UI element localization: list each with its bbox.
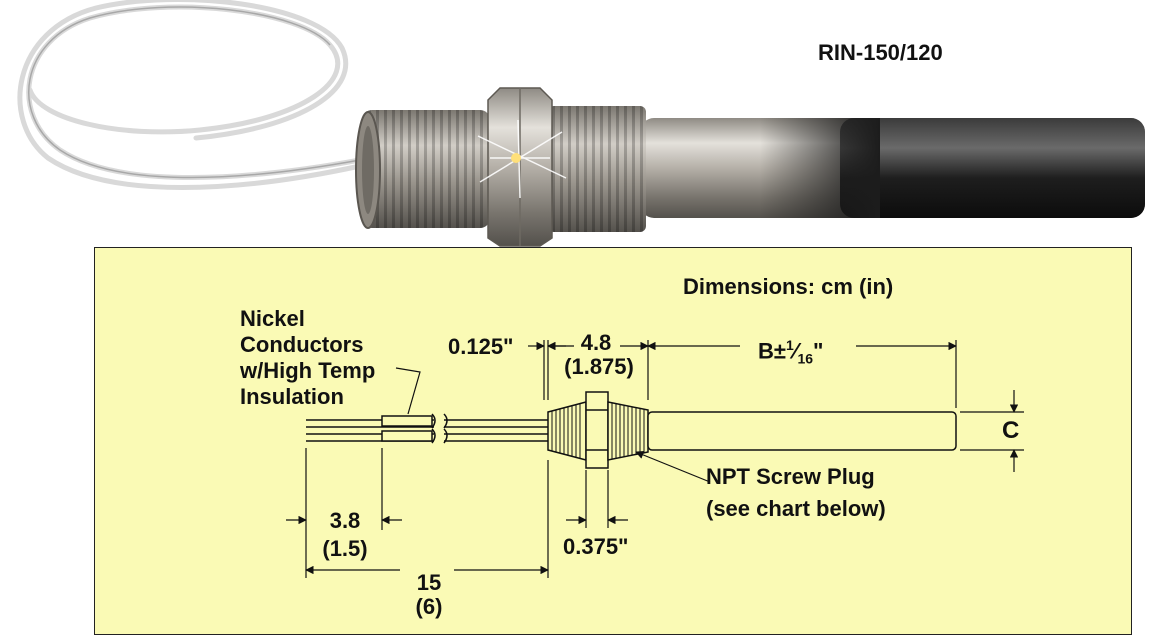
heater-photo (17, 0, 1145, 247)
dim-sheath-denominator: 16 (797, 350, 814, 367)
plug-callout-line1: NPT Screw Plug (706, 464, 875, 489)
lead-wire-loop-shade (28, 6, 361, 179)
dim-diameter-label: C (1002, 417, 1020, 444)
sheath-outline (647, 411, 957, 451)
dim-sheath-numerator: 1 (785, 337, 794, 353)
insulation-lower (381, 430, 433, 442)
dim-sheath-prefix: B± (758, 338, 786, 364)
conductor-label-line2: Conductors (240, 332, 364, 357)
thread-lines (551, 403, 645, 459)
plug-callout-line2: (see chart below) (706, 496, 886, 521)
dim-leads-metric: 15 (416, 570, 442, 595)
dim-thread-imperial: (1.875) (564, 354, 634, 379)
sheath-dark-end (840, 118, 1145, 218)
model-number: RIN-150/120 (818, 40, 943, 65)
dim-strip-imperial: (1.5) (322, 536, 368, 561)
dim-gap-label: 0.125" (448, 334, 514, 359)
units-note: Dimensions: cm (in) (683, 274, 894, 299)
dim-thread-metric: 4.8 (580, 330, 612, 355)
dim-sheath-label: B±1⁄16" (758, 337, 824, 367)
insulation-upper (381, 415, 433, 427)
dim-sheath-suffix: " (813, 338, 824, 364)
conductor-label-line3: w/High Temp (240, 358, 376, 383)
conductor-label-line1: Nickel (240, 306, 305, 331)
dim-hex-label: 0.375" (563, 534, 629, 559)
conductor-label-line4: Insulation (240, 384, 344, 409)
dim-strip-metric: 3.8 (329, 508, 361, 533)
hex-outline (585, 391, 609, 469)
dim-leads-imperial: (6) (415, 594, 443, 619)
